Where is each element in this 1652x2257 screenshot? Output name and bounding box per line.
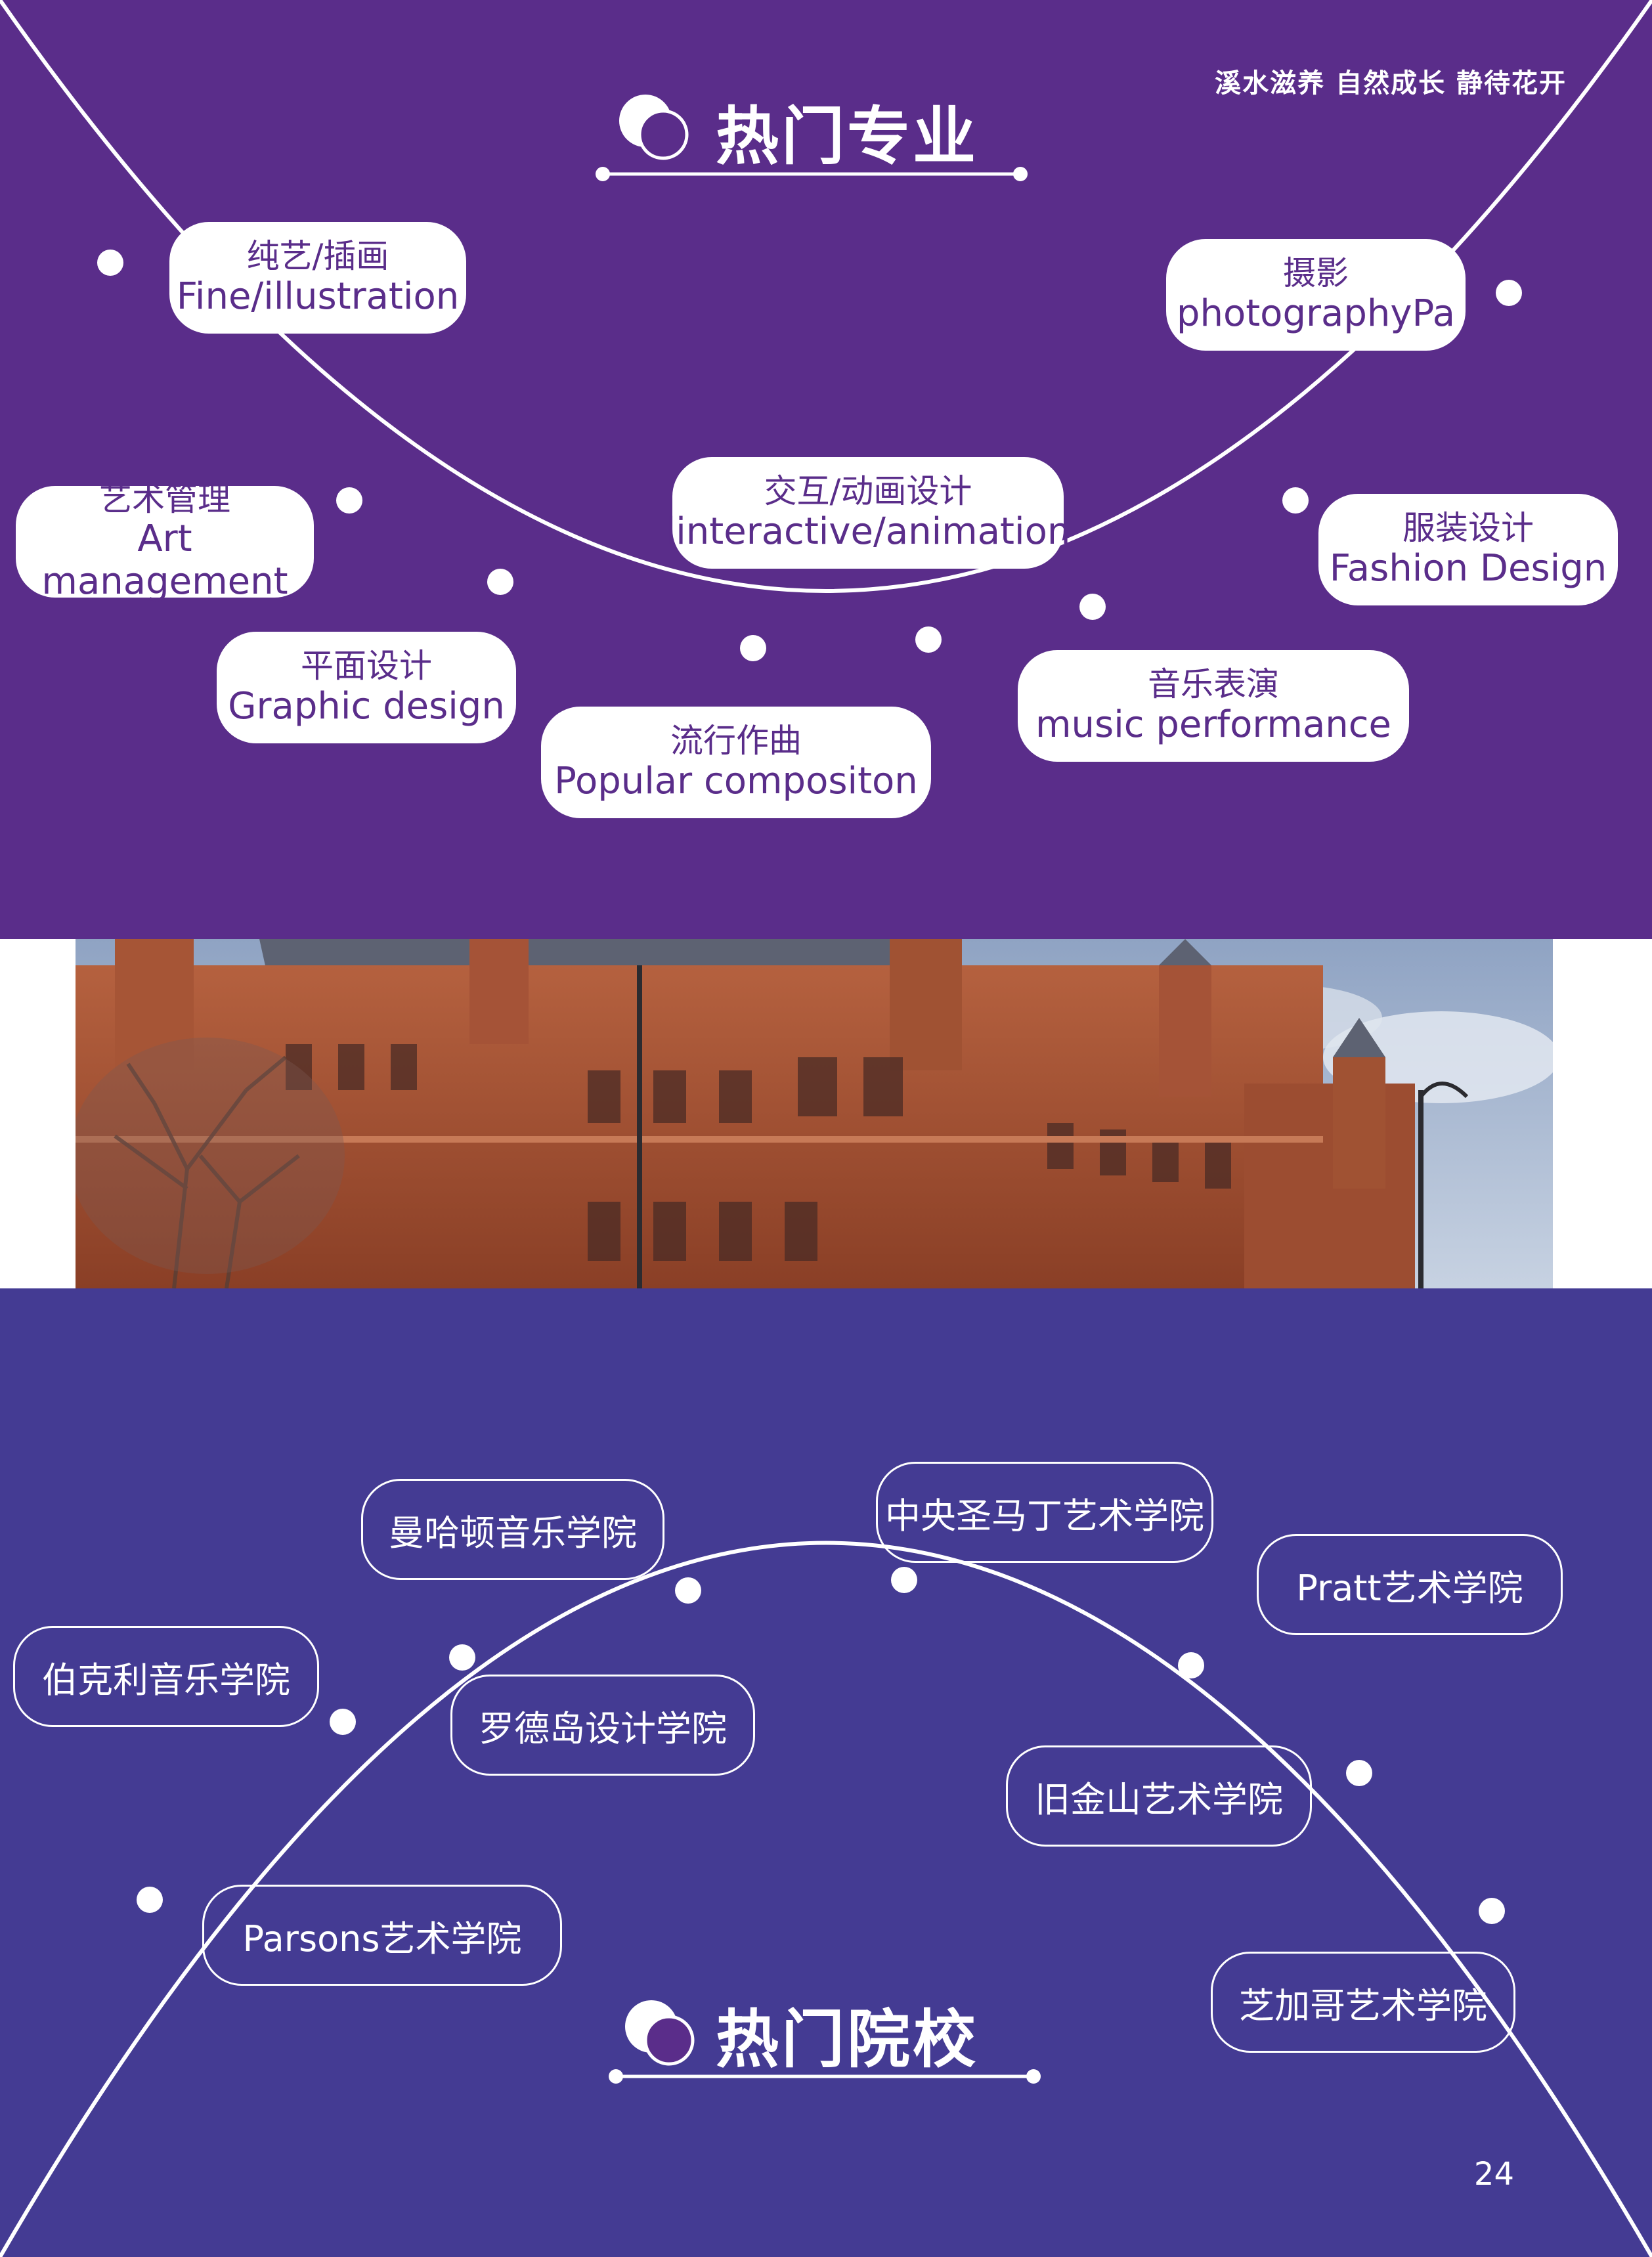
major-pill: 纯艺/插画 Fine/illustration — [169, 222, 466, 334]
major-cn: 交互/动画设计 — [764, 472, 972, 511]
major-pill: 交互/动画设计 linteractive/animation — [666, 457, 1070, 569]
school-pill: Parsons艺术学院 — [202, 1885, 562, 1986]
page-number: 24 — [1473, 2156, 1514, 2193]
major-pill: 艺术管理 Art management — [16, 480, 314, 602]
major-cn: 音乐表演 — [1148, 665, 1279, 704]
circles-logo-icon — [619, 95, 689, 160]
school-pill: 伯克利音乐学院 — [13, 1626, 319, 1727]
major-cn: 服装设计 — [1402, 509, 1534, 548]
major-pill: 服装设计 Fashion Design — [1318, 494, 1618, 605]
major-en: Popular compositon — [554, 759, 918, 802]
major-en: Art management — [41, 517, 288, 603]
school-pill: 中央圣马丁艺术学院 — [876, 1462, 1213, 1563]
major-pill: 平面设计 Graphic design — [217, 632, 516, 743]
major-en: linteractive/animation — [665, 510, 1071, 553]
majors-title: 热门专业 — [716, 100, 978, 173]
major-pill: 摄影 photographyPa — [1166, 239, 1466, 351]
major-cn: 平面设计 — [301, 647, 432, 686]
school-pill: Pratt艺术学院 — [1257, 1534, 1563, 1635]
school-pill: 旧金山艺术学院 — [1006, 1745, 1312, 1847]
slogan: 溪水滋养 自然成长 静待花开 — [1215, 68, 1567, 99]
school-pill: 曼哈顿音乐学院 — [361, 1479, 664, 1580]
circles-logo-icon — [625, 2000, 695, 2066]
major-en: Graphic design — [228, 684, 505, 728]
school-pill: 芝加哥艺术学院 — [1211, 1952, 1515, 2053]
major-pill: 音乐表演 music performance — [1018, 650, 1409, 762]
major-cn: 纯艺/插画 — [246, 237, 389, 276]
schools-title: 热门院校 — [716, 2003, 978, 2076]
major-en: Fine/illustration — [176, 274, 460, 318]
major-cn: 流行作曲 — [670, 722, 802, 760]
building-photo — [76, 939, 1553, 1288]
school-pill: 罗德岛设计学院 — [450, 1675, 755, 1776]
schools-arc — [0, 1541, 1652, 2257]
major-cn: 摄影 — [1283, 254, 1349, 293]
schools-section: 曼哈顿音乐学院 中央圣马丁艺术学院 Pratt艺术学院 伯克利音乐学院 罗德岛设… — [0, 1288, 1652, 2257]
major-pill: 流行作曲 Popular compositon — [541, 707, 931, 818]
major-en: music performance — [1035, 703, 1391, 746]
major-en: photographyPa — [1176, 292, 1456, 335]
majors-section: 溪水滋养 自然成长 静待花开 热门专业 纯艺/插画 Fine/illustrat… — [0, 0, 1652, 939]
major-cn: 艺术管理 — [99, 479, 230, 518]
major-en: Fashion Design — [1329, 546, 1607, 590]
